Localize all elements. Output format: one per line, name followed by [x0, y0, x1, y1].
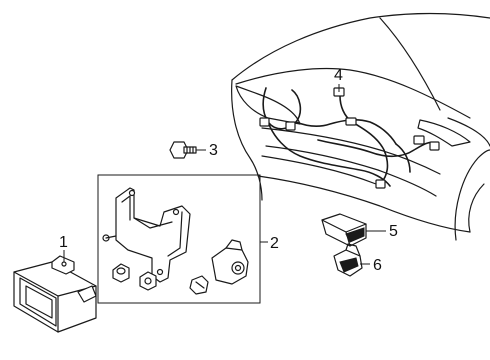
grommet-part [112, 263, 130, 283]
wire-harness [259, 87, 440, 189]
callout-3: 3 [209, 142, 218, 159]
sensor-part [321, 213, 367, 247]
camera-mount-part [211, 239, 249, 285]
bracket-kit-frame [97, 174, 261, 304]
bracket-part [102, 187, 191, 283]
nut-part [139, 271, 157, 291]
leader-lines [63, 84, 386, 265]
clip-part [189, 275, 209, 295]
callout-2: 2 [270, 235, 279, 252]
callout-6: 6 [373, 257, 382, 274]
bolt-part [169, 141, 197, 159]
control-module-part [13, 255, 97, 333]
vehicle-front-outline [231, 12, 490, 241]
callout-5: 5 [389, 223, 398, 240]
callout-1: 1 [59, 234, 68, 251]
callout-4: 4 [334, 67, 343, 84]
connector-clip-part [333, 243, 363, 277]
